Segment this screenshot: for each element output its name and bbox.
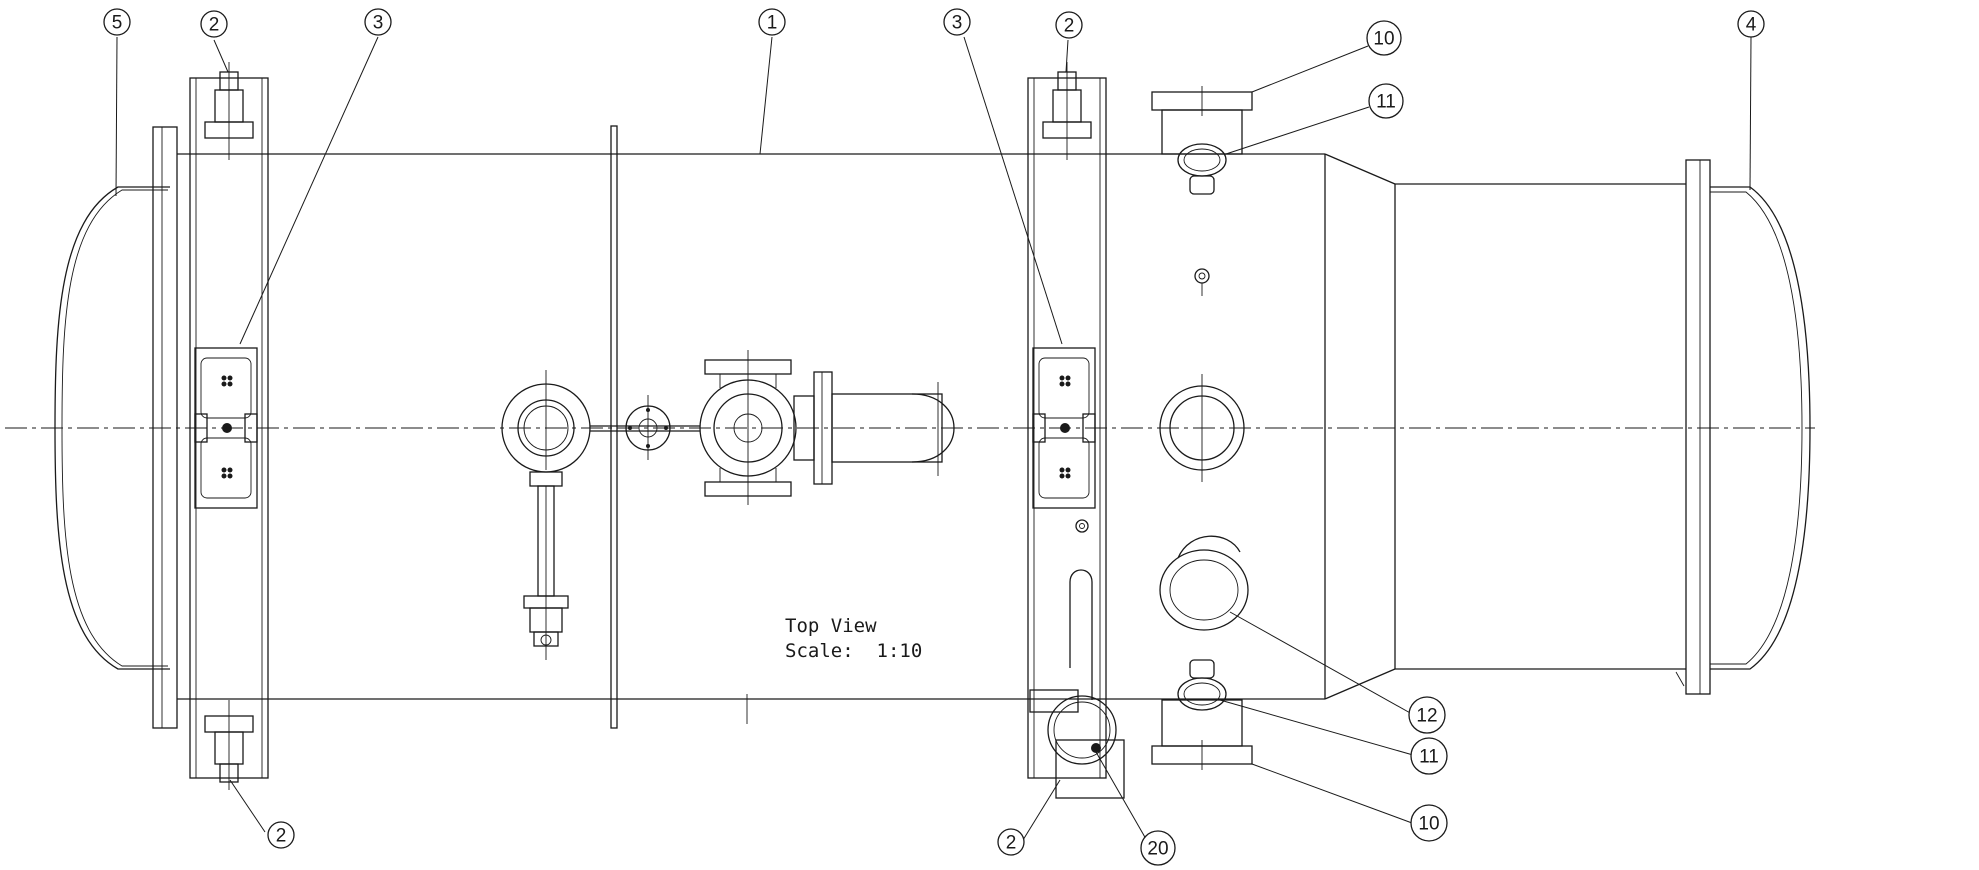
balloon-20: 20 — [1140, 830, 1176, 866]
angled-nozzle-n12 — [1159, 535, 1249, 631]
right-dished-head — [1710, 186, 1811, 670]
stiffener-plate — [610, 125, 618, 729]
main-shell — [177, 153, 1325, 700]
pipe-flange-small — [590, 395, 700, 460]
instrument-tap — [1194, 268, 1210, 296]
conical-reducer — [1324, 153, 1396, 700]
balloon-2: 2 — [997, 828, 1025, 856]
side-manhole — [1159, 374, 1245, 482]
left-flange — [152, 126, 178, 729]
svg-text:11: 11 — [1419, 747, 1439, 768]
top-nozzle-n10 — [1151, 86, 1253, 155]
svg-text:12: 12 — [1416, 706, 1437, 727]
svg-text:5: 5 — [112, 13, 123, 34]
view-note: Top View Scale: 1:10 — [785, 615, 922, 662]
balloon-1: 1 — [758, 8, 786, 36]
bottom-nozzle-n10 — [1151, 699, 1253, 770]
right-flange — [1675, 159, 1711, 695]
svg-text:2: 2 — [1064, 16, 1075, 37]
right-shell — [1395, 183, 1686, 670]
view-title: Top View — [785, 615, 877, 637]
svg-text:10: 10 — [1373, 29, 1394, 50]
svg-text:20: 20 — [1147, 839, 1168, 860]
svg-text:10: 10 — [1418, 814, 1439, 835]
balloon-11: 11 — [1368, 83, 1404, 119]
outlet-pipe-cap — [813, 371, 955, 485]
balloon-10: 10 — [1366, 20, 1402, 56]
balloon-2: 2 — [267, 821, 295, 849]
balloon-5: 5 — [103, 8, 131, 36]
balloon-10: 10 — [1410, 804, 1448, 842]
svg-text:1: 1 — [767, 13, 778, 34]
svg-text:4: 4 — [1746, 15, 1757, 36]
svg-text:3: 3 — [952, 13, 963, 34]
leader-lines — [115, 36, 1752, 847]
svg-text:11: 11 — [1376, 92, 1396, 113]
balloon-3: 3 — [364, 8, 392, 36]
left-saddle-support — [189, 62, 269, 790]
drain-nozzle-assembly — [1029, 569, 1125, 799]
valve-body — [699, 350, 815, 505]
vertical-nozzle-branch — [501, 370, 591, 660]
view-scale: Scale: 1:10 — [785, 640, 922, 662]
svg-text:2: 2 — [209, 15, 220, 36]
balloon-2: 2 — [200, 10, 228, 38]
left-dished-head — [54, 186, 170, 670]
svg-text:3: 3 — [373, 13, 384, 34]
svg-text:2: 2 — [1006, 833, 1017, 854]
top-manway-n11 — [1177, 143, 1227, 195]
balloon-4: 4 — [1737, 10, 1765, 38]
balloon-11: 11 — [1410, 737, 1448, 775]
balloon-2: 2 — [1055, 11, 1083, 39]
balloon-12: 12 — [1408, 696, 1446, 734]
right-saddle-support — [1027, 62, 1107, 779]
bottom-manway-n11 — [1177, 659, 1227, 711]
balloon-3: 3 — [943, 8, 971, 36]
svg-text:2: 2 — [276, 826, 287, 847]
